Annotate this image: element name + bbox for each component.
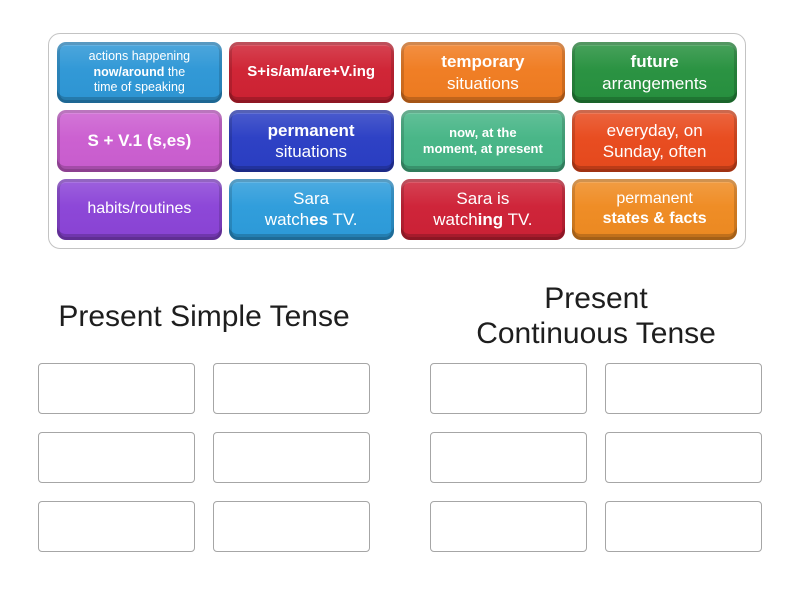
drop-slot[interactable] bbox=[213, 432, 370, 483]
group-title-present-simple: Present Simple Tense bbox=[58, 300, 350, 333]
group-present-simple-slots bbox=[38, 363, 370, 552]
card-formula-continuous[interactable]: S+is/am/are+V.ing bbox=[228, 42, 394, 104]
card-label: S + V.1 (s,es) bbox=[87, 131, 192, 151]
card-label: habits/routines bbox=[87, 200, 192, 218]
card-formula-simple[interactable]: S + V.1 (s,es) bbox=[57, 110, 222, 172]
drop-slot[interactable] bbox=[213, 501, 370, 552]
drop-slot[interactable] bbox=[605, 432, 762, 483]
drop-slot[interactable] bbox=[38, 363, 195, 414]
drop-slot[interactable] bbox=[605, 363, 762, 414]
drop-slot[interactable] bbox=[430, 432, 587, 483]
card-habits-routines[interactable]: habits/routines bbox=[57, 178, 222, 240]
drop-slot[interactable] bbox=[605, 501, 762, 552]
drop-slot[interactable] bbox=[38, 432, 195, 483]
drop-slot[interactable] bbox=[430, 363, 587, 414]
group-present-continuous-slots bbox=[430, 363, 762, 552]
drop-slot[interactable] bbox=[38, 501, 195, 552]
drop-slot[interactable] bbox=[213, 363, 370, 414]
drop-slot[interactable] bbox=[430, 501, 587, 552]
card-label: S+is/am/are+V.ing bbox=[247, 63, 376, 81]
